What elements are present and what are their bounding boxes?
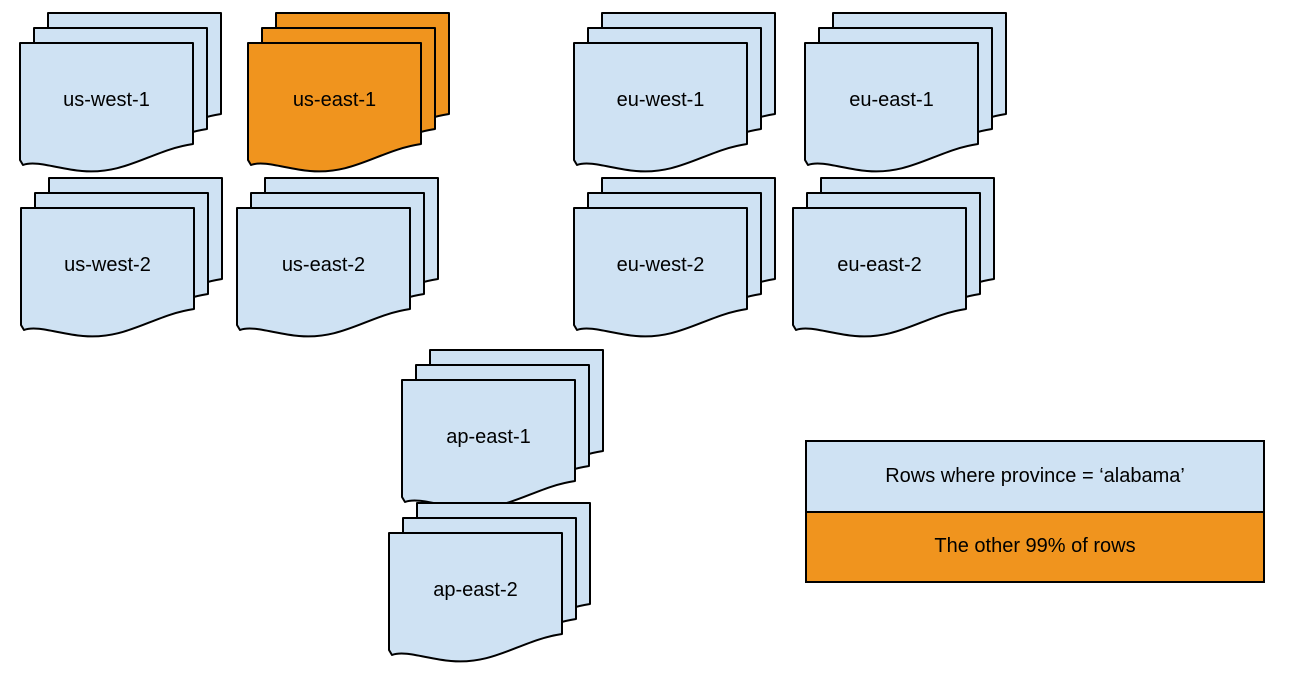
legend-item-label: Rows where province = ‘alabama’ [885, 464, 1185, 487]
region-stack-us-east-2: us-east-2 [236, 177, 440, 340]
document-stack-icon [236, 177, 439, 338]
document-stack-icon [573, 12, 776, 173]
region-stack-us-east-1: us-east-1 [247, 12, 451, 175]
region-stack-eu-east-2: eu-east-2 [792, 177, 996, 340]
region-stack-us-west-2: us-west-2 [20, 177, 224, 340]
document-stack-icon [573, 177, 776, 338]
legend: Rows where province = ‘alabama’ The othe… [805, 440, 1265, 583]
region-stack-ap-east-2: ap-east-2 [388, 502, 592, 665]
region-stack-ap-east-1: ap-east-1 [401, 349, 605, 512]
legend-item-label: The other 99% of rows [934, 535, 1136, 558]
legend-item-other-rows: The other 99% of rows [807, 512, 1263, 581]
document-stack-icon [401, 349, 604, 510]
document-stack-icon [247, 12, 450, 173]
document-stack-icon [19, 12, 222, 173]
region-stack-eu-west-2: eu-west-2 [573, 177, 777, 340]
legend-item-province-rows: Rows where province = ‘alabama’ [807, 442, 1263, 513]
region-stack-eu-east-1: eu-east-1 [804, 12, 1008, 175]
document-stack-icon [804, 12, 1007, 173]
region-stack-eu-west-1: eu-west-1 [573, 12, 777, 175]
document-stack-icon [20, 177, 223, 338]
document-stack-icon [792, 177, 995, 338]
region-stack-us-west-1: us-west-1 [19, 12, 223, 175]
document-stack-icon [388, 502, 591, 663]
